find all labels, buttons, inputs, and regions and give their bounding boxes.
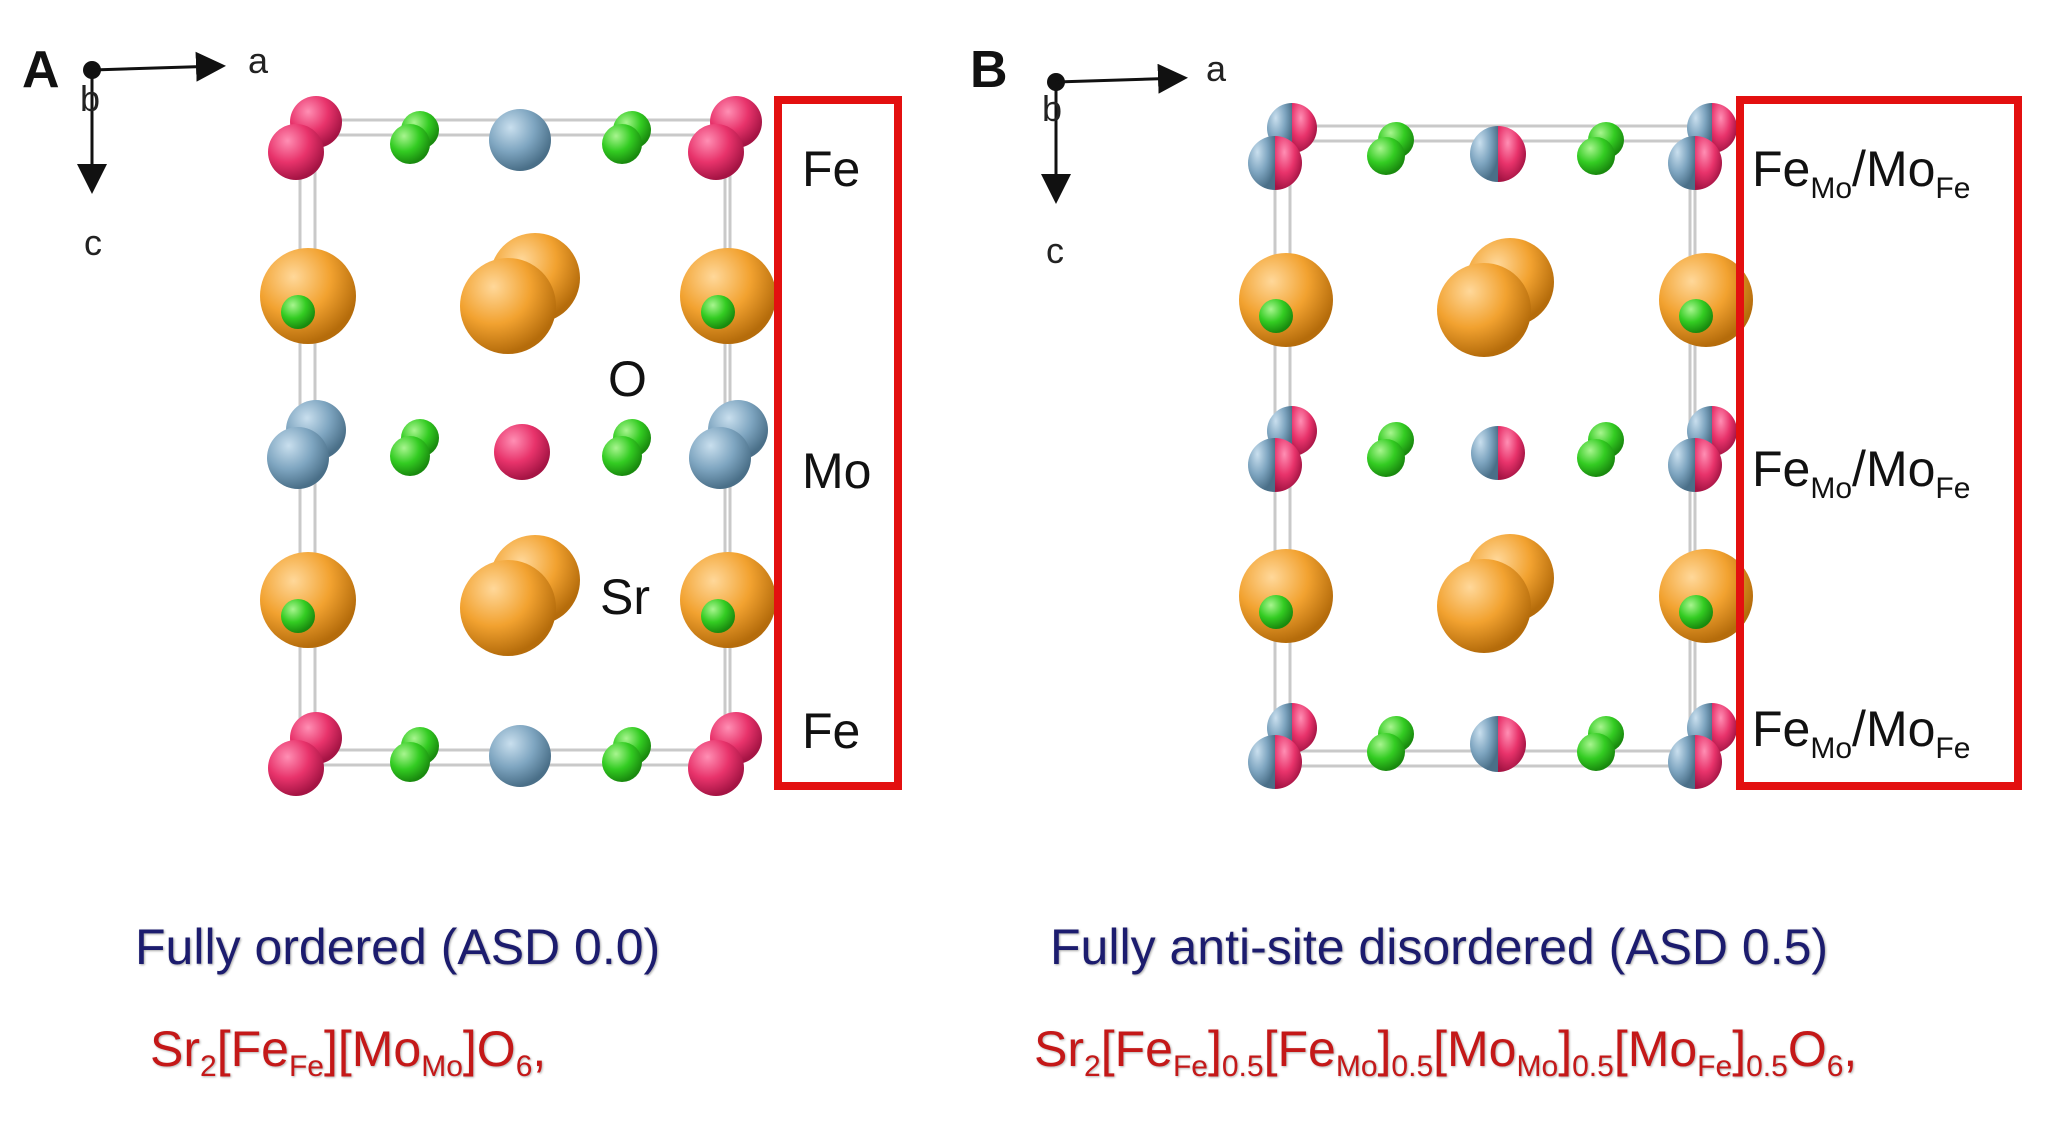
sr-layer-2 <box>1239 534 1753 653</box>
fe-layer-bottom <box>268 712 762 796</box>
axis-label-a: a <box>1206 48 1227 89</box>
fe-layer-top <box>268 96 762 180</box>
layer-label-middle: Mo <box>802 443 872 499</box>
layer-frame-a <box>774 96 902 790</box>
axis-label-c: c <box>84 222 102 263</box>
formula-b: Sr2[FeFe]0.5[FeMo]0.5[MoMo]0.5[MoFe]0.5O… <box>1034 1021 1858 1083</box>
mixed-layer-top <box>1248 103 1737 190</box>
layer-frame-b <box>1736 96 2022 790</box>
mixed-layer-bottom <box>1248 703 1737 789</box>
caption-b: Fully anti-site disordered (ASD 0.5) <box>1050 919 1829 975</box>
panel-b: B a b c FeMo/MoFe FeMo/MoFe FeMo/MoFe Fu… <box>970 0 2054 1126</box>
formula-a: Sr2[FeFe][MoMo]O6, <box>150 1021 547 1083</box>
sr-layer-1 <box>260 233 776 354</box>
mo-layer <box>267 400 768 489</box>
panel-a: A a b c O Sr Fe Mo Fe Fully ordered (ASD… <box>22 40 902 1083</box>
crystal-structure-a <box>77 51 902 796</box>
atom-label-sr: Sr <box>600 569 650 625</box>
sr-layer-2 <box>260 535 776 656</box>
atom-label-o: O <box>608 351 647 407</box>
axis-label-c: c <box>1046 230 1064 271</box>
crystal-structure-b <box>1041 63 2022 790</box>
panel-letter: A <box>22 41 60 99</box>
panel-letter: B <box>970 41 1008 99</box>
axis-indicator <box>1041 63 1188 204</box>
axis-indicator <box>77 51 226 194</box>
sr-layer-1 <box>1239 238 1753 357</box>
axis-label-a: a <box>248 40 269 81</box>
layer-label-middle: FeMo/MoFe <box>1752 441 1971 505</box>
layer-label-top: FeMo/MoFe <box>1752 141 1971 205</box>
axis-label-b: b <box>80 78 101 119</box>
caption-a: Fully ordered (ASD 0.0) <box>135 919 661 975</box>
layer-label-top: Fe <box>802 141 861 197</box>
layer-label-bottom: FeMo/MoFe <box>1752 701 1971 765</box>
layer-label-bottom: Fe <box>802 703 861 759</box>
mixed-layer-middle <box>1248 406 1737 492</box>
axis-label-b: b <box>1042 88 1063 129</box>
